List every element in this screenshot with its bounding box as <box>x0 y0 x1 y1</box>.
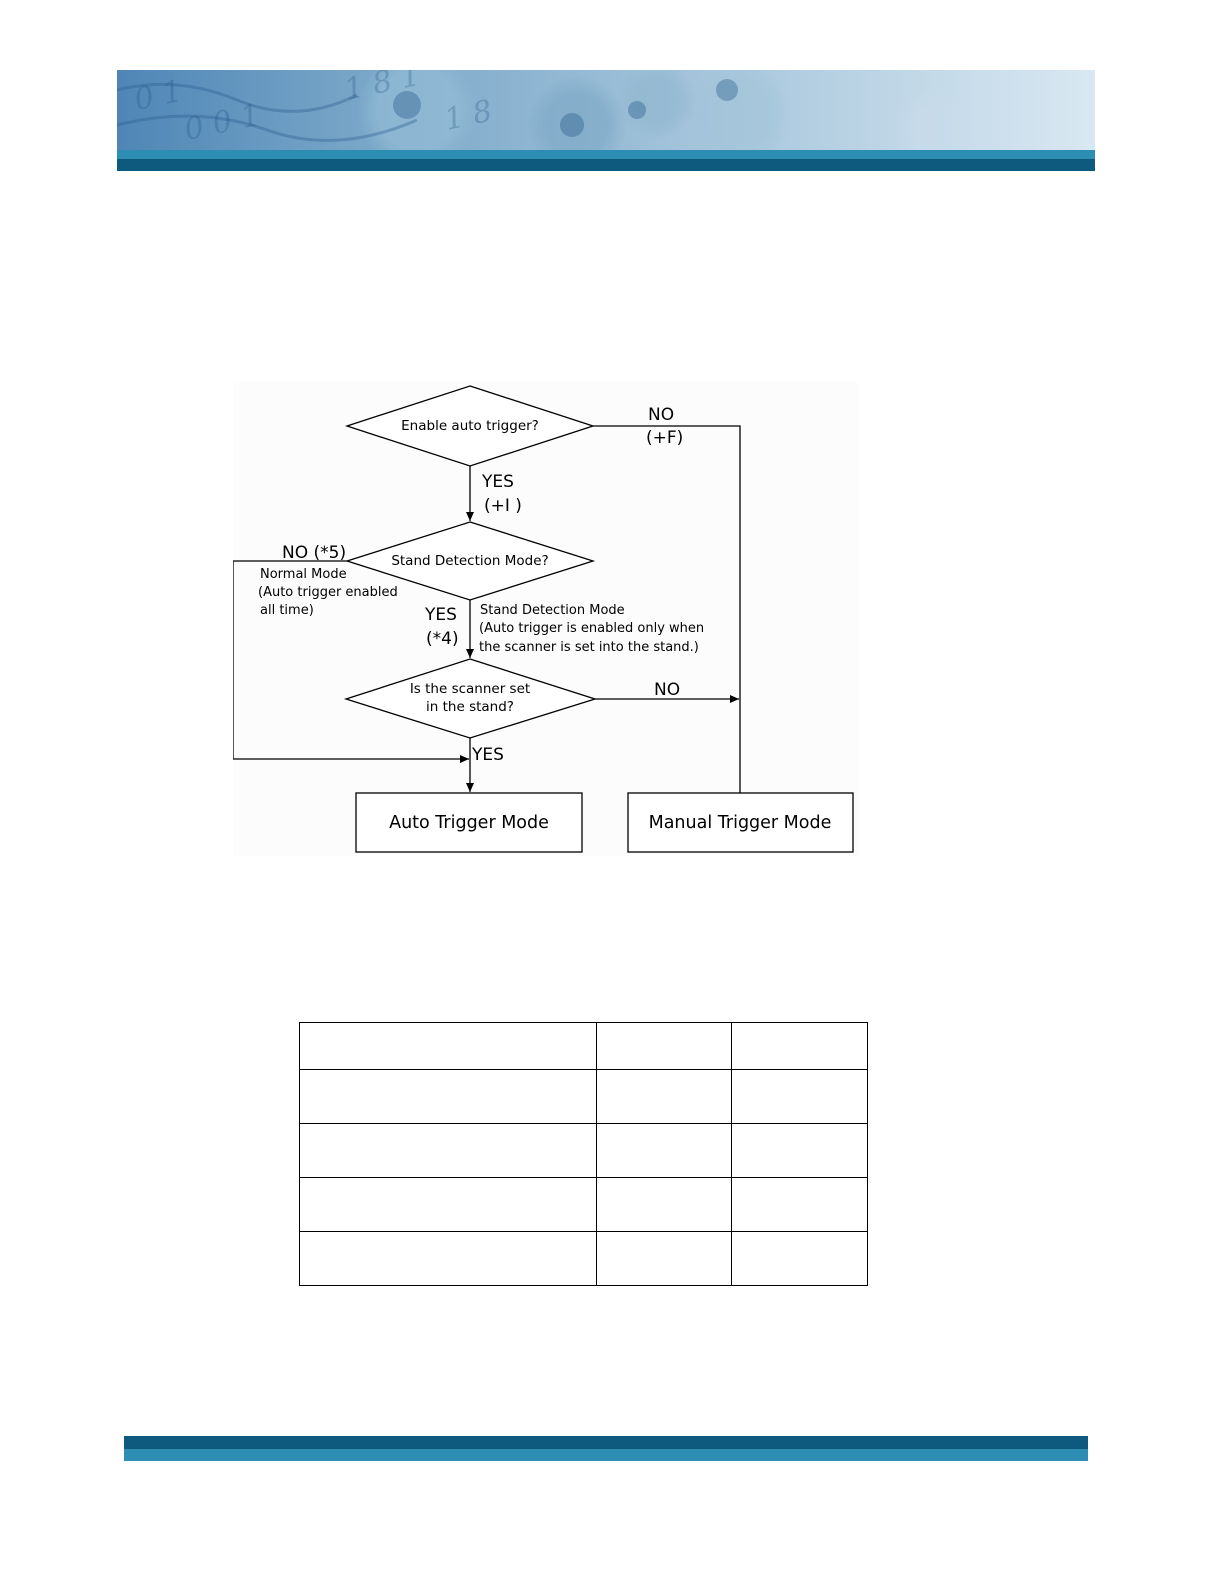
manual-trigger-mode-label: Manual Trigger Mode <box>649 813 832 833</box>
header-rule-light <box>117 150 1095 159</box>
label-yes-h-line2: (+I ) <box>484 496 522 516</box>
table-row <box>299 1123 868 1178</box>
auto-trigger-mode-box <box>355 792 583 853</box>
label-yes-4-line2: (*4) <box>426 629 459 649</box>
table-row <box>299 1231 868 1286</box>
svg-text:0 0 1: 0 0 1 <box>181 98 263 148</box>
label-normal-mode-line3: all time) <box>260 603 314 618</box>
label-stand-mode-line3: the scanner is set into the stand.) <box>479 640 699 655</box>
label-no-f-line2: (+F) <box>646 428 683 448</box>
label-yes-4-line1: YES <box>424 605 457 625</box>
header-decoration: 0 1 0 0 1 1 8 1 1 8 <box>117 70 738 148</box>
label-no-f-line1: NO <box>648 405 674 425</box>
table-cell <box>731 1177 868 1232</box>
decision-in-stand-label-line2: in the stand? <box>426 699 514 715</box>
trigger-mode-flowchart: Enable auto trigger? Stand Detection Mod… <box>233 382 858 856</box>
parameter-table <box>299 1022 868 1286</box>
table-cell <box>595 1177 733 1232</box>
table-cell <box>595 1022 733 1070</box>
label-stand-mode-line2: (Auto trigger is enabled only when <box>479 621 704 636</box>
table-cell <box>731 1022 868 1070</box>
svg-text:0 1: 0 1 <box>131 74 185 118</box>
decision-in-stand-label-line1: Is the scanner set <box>410 681 530 697</box>
footer-rule-light <box>124 1449 1088 1461</box>
connector-no-5 <box>233 560 469 763</box>
table-cell <box>299 1177 597 1232</box>
table-cell <box>731 1123 868 1178</box>
label-no-5: NO (*5) <box>282 543 346 563</box>
label-stand-mode-line1: Stand Detection Mode <box>480 603 625 618</box>
header-banner: 0 1 0 0 1 1 8 1 1 8 <box>117 70 1095 150</box>
label-yes-h-line1: YES <box>481 472 514 492</box>
table-cell <box>595 1069 733 1124</box>
table-row <box>299 1177 868 1232</box>
label-normal-mode-line1: Normal Mode <box>260 567 347 582</box>
table-cell <box>299 1231 597 1286</box>
table-header-row <box>299 1022 868 1070</box>
decision-stand-mode-label: Stand Detection Mode? <box>391 553 548 569</box>
table-cell <box>595 1123 733 1178</box>
table-row <box>299 1069 868 1124</box>
footer-rule-dark <box>124 1436 1088 1449</box>
table-cell <box>299 1069 597 1124</box>
decision-auto-trigger-label: Enable auto trigger? <box>401 418 539 434</box>
table-cell <box>299 1123 597 1178</box>
label-yes-stand: YES <box>471 745 504 765</box>
connector-no-f <box>593 425 741 793</box>
svg-text:1 8: 1 8 <box>441 94 495 138</box>
label-normal-mode-line2: (Auto trigger enabled <box>258 585 398 600</box>
auto-trigger-mode-label: Auto Trigger Mode <box>389 813 549 833</box>
table-cell <box>595 1231 733 1286</box>
label-no-stand: NO <box>654 680 680 700</box>
table-cell <box>299 1022 597 1070</box>
table-cell <box>731 1069 868 1124</box>
header-rule-dark <box>117 159 1095 171</box>
table-cell <box>731 1231 868 1286</box>
